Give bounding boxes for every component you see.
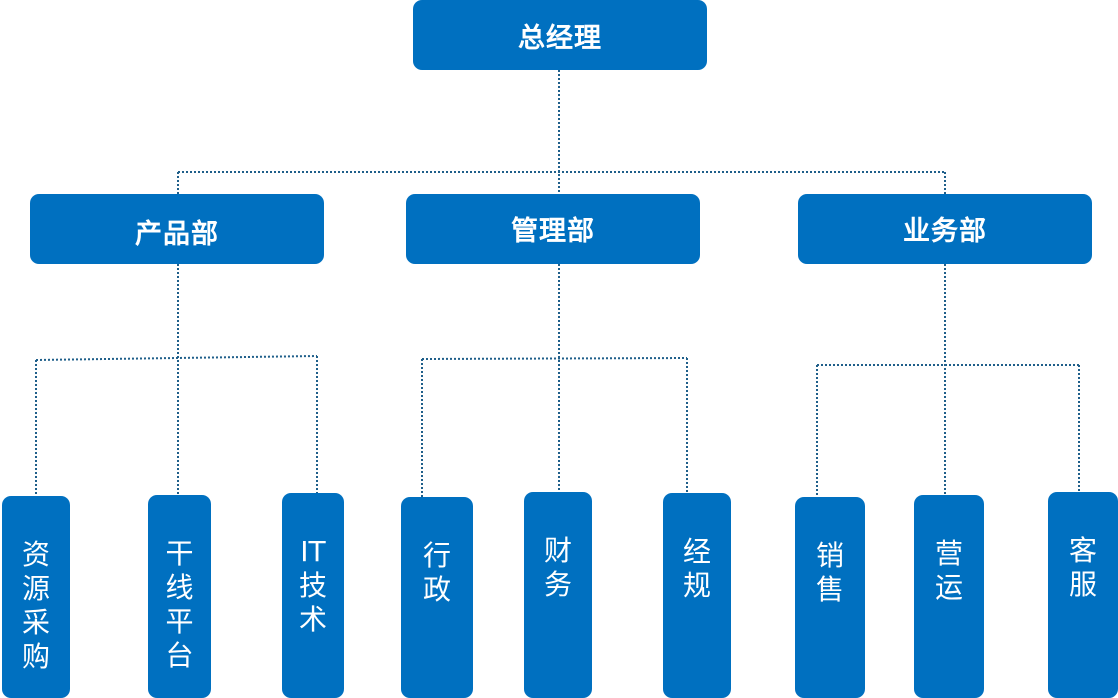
unit-node: 财务: [524, 492, 592, 698]
unit-label: 资源采购: [21, 538, 50, 673]
unit-node: 营运: [914, 495, 984, 698]
unit-node: IT技术: [282, 493, 344, 698]
connector-line: [35, 355, 318, 361]
connector-line: [421, 357, 688, 360]
department-node-management: 管理部: [406, 194, 700, 264]
unit-node: 干线平台: [148, 495, 211, 698]
department-node-product: 产品部: [30, 194, 324, 264]
unit-node: 经规: [663, 493, 731, 698]
department-label: 业务部: [903, 215, 987, 247]
unit-label: 干线平台: [165, 537, 194, 672]
root-label: 总经理: [518, 22, 602, 54]
unit-label: 销售: [815, 539, 844, 606]
root-node: 总经理: [413, 0, 707, 70]
department-node-business: 业务部: [798, 194, 1092, 264]
unit-label: IT技术: [298, 535, 327, 636]
unit-label: 行政: [422, 539, 451, 606]
unit-label: 财务: [543, 534, 572, 601]
unit-node: 资源采购: [2, 496, 70, 698]
department-label: 管理部: [511, 215, 595, 247]
unit-label: 客服: [1068, 534, 1097, 601]
department-label: 产品部: [135, 218, 219, 250]
unit-label: 营运: [934, 537, 963, 604]
unit-label: 经规: [682, 535, 711, 602]
unit-node: 销售: [795, 497, 865, 698]
unit-node: 行政: [401, 497, 473, 698]
unit-node: 客服: [1048, 492, 1118, 698]
